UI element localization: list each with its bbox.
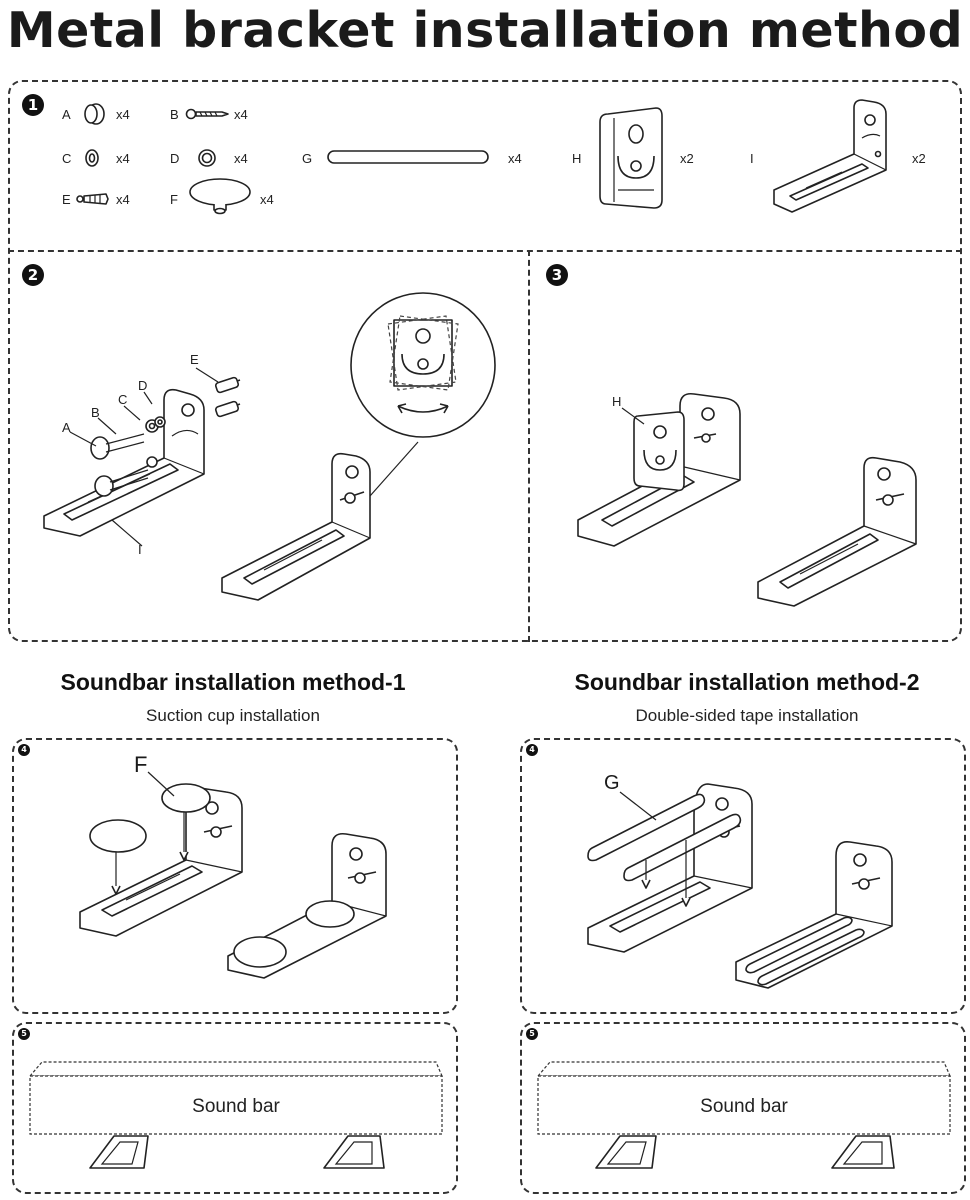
method2-step4-frame xyxy=(520,738,966,1014)
method1-step4-illustration xyxy=(79,783,387,979)
divider-horizontal xyxy=(8,250,962,252)
step2-callout-a: A xyxy=(62,420,71,435)
step2-bracket-illustration xyxy=(221,452,371,601)
step2-callout-d: D xyxy=(138,378,148,393)
step-2-badge: 2 xyxy=(22,264,44,286)
method1-step-4-badge: 4 xyxy=(18,744,30,756)
part-qty-i: x2 xyxy=(912,151,926,166)
method1-callout-f: F xyxy=(134,752,148,777)
part-qty-h: x2 xyxy=(680,151,694,166)
part-qty-f: x4 xyxy=(260,192,274,207)
step3-bracket-illustration xyxy=(757,456,917,607)
method1-step-5-badge: 5 xyxy=(18,1028,30,1040)
step3-assembly-illustration xyxy=(577,392,741,547)
part-label-d: D xyxy=(170,151,180,166)
divider-vertical xyxy=(528,250,530,642)
method2-soundbar-label: Sound bar xyxy=(700,1096,788,1117)
part-label-g: G xyxy=(302,151,313,166)
part-qty-g: x4 xyxy=(508,151,522,166)
suction-cup-icon xyxy=(189,178,251,215)
method2-step5-frame xyxy=(520,1022,966,1194)
method1-step5-frame xyxy=(12,1022,458,1194)
method1-step4-frame xyxy=(12,738,458,1014)
part-qty-a: x4 xyxy=(116,107,130,122)
method2-subheading: Double-sided tape installation xyxy=(635,706,859,725)
cap-icon xyxy=(84,103,105,125)
part-label-h: H xyxy=(572,151,582,166)
adapter-plate-icon xyxy=(599,107,663,209)
page-title: Metal bracket installation method xyxy=(6,2,964,59)
step3-callout-h: H xyxy=(612,394,622,409)
step2-callout-c: C xyxy=(118,392,128,407)
part-label-b: B xyxy=(170,107,179,122)
washer-icon xyxy=(85,149,99,167)
step2-callout-b: B xyxy=(91,405,100,420)
step2-leader-lines xyxy=(69,367,419,547)
part-qty-d: x4 xyxy=(234,151,248,166)
part-qty-c: x4 xyxy=(116,151,130,166)
tape-strip-icon xyxy=(327,150,489,164)
ring-washer-icon xyxy=(198,149,216,167)
l-bracket-icon xyxy=(773,99,887,213)
method1-soundbar-illustration xyxy=(28,1061,443,1169)
method2-heading: Soundbar installation method-2 xyxy=(574,669,920,695)
part-qty-b: x4 xyxy=(234,107,248,122)
step3-leader-line xyxy=(621,407,645,425)
method2-step-4-badge: 4 xyxy=(526,744,538,756)
part-label-e: E xyxy=(62,192,71,207)
method2-step4-illustration xyxy=(587,783,893,989)
part-label-i: I xyxy=(750,151,754,166)
wall-anchor-icon xyxy=(76,193,109,205)
part-qty-e: x4 xyxy=(116,192,130,207)
step2-callout-e: E xyxy=(190,352,199,367)
magnifier-rotation-detail xyxy=(350,292,496,438)
part-label-f: F xyxy=(170,192,178,207)
step-3-badge: 3 xyxy=(546,264,568,286)
part-label-c: C xyxy=(62,151,72,166)
part-label-a: A xyxy=(62,107,71,122)
step-1-badge: 1 xyxy=(22,94,44,116)
method1-subheading: Suction cup installation xyxy=(146,706,320,725)
method1-soundbar-label: Sound bar xyxy=(192,1096,280,1117)
method1-heading: Soundbar installation method-1 xyxy=(60,669,406,695)
screw-icon xyxy=(185,108,229,120)
method2-step-5-badge: 5 xyxy=(526,1028,538,1040)
step2-callout-i: I xyxy=(138,542,142,557)
method2-soundbar-illustration xyxy=(536,1061,951,1169)
step2-assembly-illustration xyxy=(43,376,241,537)
steps-frame xyxy=(8,80,962,642)
method2-callout-g: G xyxy=(604,772,620,794)
